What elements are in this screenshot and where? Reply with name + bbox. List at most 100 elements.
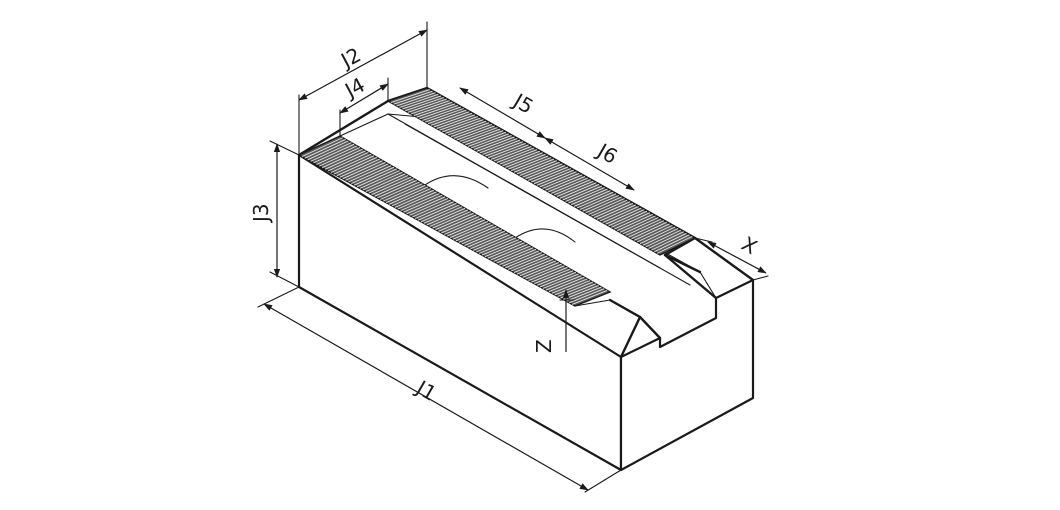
serration-tooth [464, 229, 503, 247]
serration-tooth [422, 106, 462, 121]
serration-tooth [619, 215, 656, 233]
serration-tooth [490, 243, 528, 261]
serration-tooth [313, 143, 355, 164]
serration-tooth [324, 150, 366, 170]
serration-tooth [412, 199, 451, 218]
label-j3: J3 [249, 203, 273, 224]
serration-tooth [522, 261, 559, 278]
label-z: Z [532, 339, 556, 353]
serration-tooth [473, 234, 511, 251]
serration-tooth [377, 179, 417, 199]
serration-tooth [539, 271, 577, 288]
serration-tooth [631, 221, 667, 240]
serration-tooth [510, 155, 549, 172]
serration-tooth [548, 276, 585, 293]
label-j6: J6 [592, 138, 622, 169]
serration-tooth [417, 202, 457, 221]
serration-tooth [478, 237, 517, 254]
serration-tooth [476, 136, 515, 152]
serration-tooth [339, 158, 380, 178]
serration-tooth [426, 207, 466, 226]
serration-tooth [487, 242, 525, 259]
serration-tooth [416, 103, 456, 118]
serration-tooth [554, 280, 591, 296]
serration-tooth [351, 165, 392, 185]
serration-tooth [405, 97, 445, 112]
serration-tooth [596, 202, 634, 220]
serration-tooth [452, 222, 491, 240]
serration-tooth [476, 235, 514, 253]
serration-tooth [455, 224, 494, 242]
serration-tooth [420, 204, 460, 223]
serration-tooth [359, 170, 400, 189]
serration-tooth [488, 142, 526, 159]
serration-tooth [415, 201, 454, 220]
serration-tooth [397, 191, 437, 210]
serration-tooth [362, 171, 403, 191]
serration-tooth [391, 188, 432, 207]
serration-tooth [625, 218, 662, 236]
serration-tooth [470, 232, 508, 250]
serration-tooth [368, 174, 409, 194]
serration-tooth [602, 205, 639, 224]
serration-tooth [380, 181, 420, 200]
front-serration [297, 135, 612, 307]
serration-tooth [656, 235, 693, 254]
serration-tooth [545, 275, 582, 291]
serration-tooth [508, 153, 546, 170]
serration-tooth [639, 226, 676, 245]
serration-tooth [447, 219, 486, 237]
serration-tooth [614, 212, 651, 230]
serration-tooth [307, 140, 349, 161]
serration-tooth [356, 168, 397, 188]
serration-tooth [490, 144, 529, 160]
serration-tooth [502, 250, 540, 267]
serration-tooth [579, 193, 617, 211]
serration-tooth [525, 263, 562, 280]
serration-tooth [354, 166, 395, 186]
serration-tooth [435, 212, 474, 231]
serration-tooth [406, 196, 446, 215]
serration-tooth [304, 138, 346, 159]
serration-tooth [531, 266, 568, 283]
serration-tooth [413, 101, 453, 117]
serration-tooth [429, 209, 469, 227]
serration-tooth [301, 137, 343, 158]
serration-tooth [585, 196, 622, 214]
serration-tooth [425, 108, 464, 123]
serration-tooth [542, 273, 579, 289]
serration-tooth [482, 139, 521, 155]
serration-tooth [636, 224, 673, 243]
serration-tooth [374, 178, 415, 197]
dimension-j3: J3 [249, 140, 300, 288]
serration-tooth [493, 245, 531, 262]
serration-tooth [333, 155, 375, 175]
serration-tooth [419, 104, 459, 120]
serration-tooth [484, 240, 523, 258]
label-j1: J1 [411, 375, 441, 406]
serration-tooth [467, 230, 505, 248]
serration-tooth [383, 183, 423, 202]
serration-tooth [485, 141, 524, 157]
end-face [619, 278, 755, 472]
serration-tooth [407, 98, 447, 113]
serration-tooth [616, 213, 653, 232]
serration-tooth [499, 248, 537, 266]
serration-tooth [505, 252, 542, 269]
serration-tooth [336, 156, 378, 177]
serration-tooth [327, 151, 369, 172]
label-j2: J2 [335, 42, 364, 73]
serration-tooth [605, 207, 642, 225]
serration-tooth [310, 142, 352, 162]
serration-tooth [316, 145, 358, 165]
serration-tooth [593, 201, 631, 219]
serration-tooth [399, 93, 439, 108]
serration-tooth [423, 206, 463, 224]
serration-tooth [400, 193, 440, 212]
serration-tooth [569, 288, 605, 304]
serration-tooth [322, 148, 363, 169]
dimension-z: Z [532, 289, 575, 353]
serration-tooth [365, 173, 406, 193]
